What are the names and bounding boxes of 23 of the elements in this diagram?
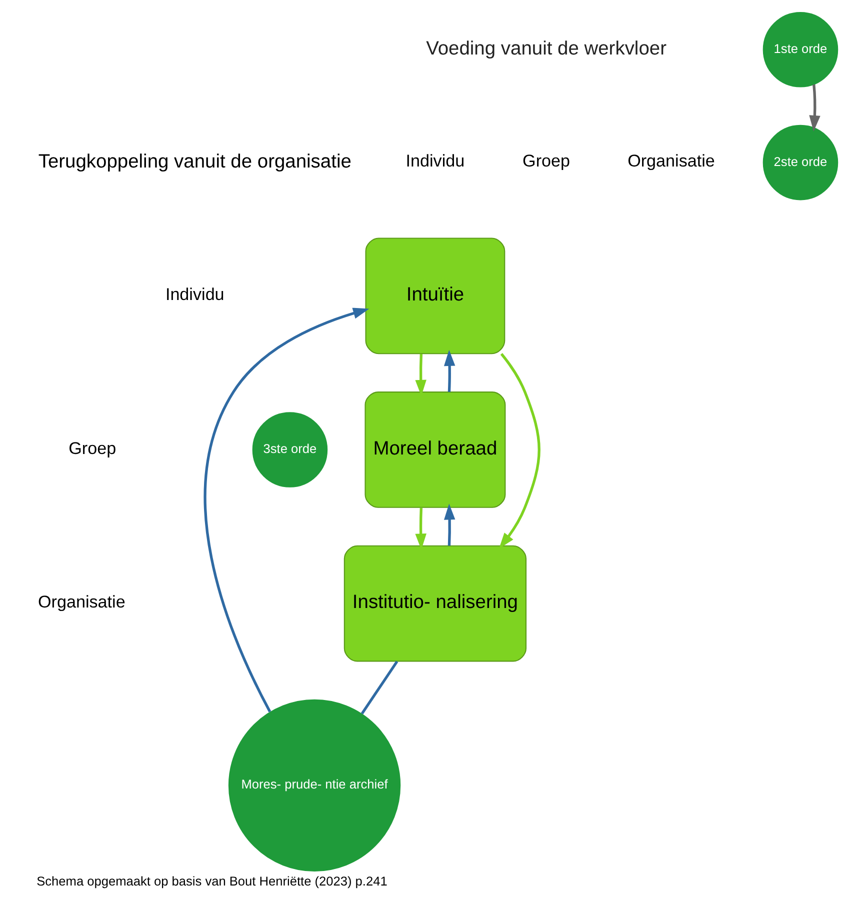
node-box: Moreel beraad: [364, 392, 506, 508]
node-box: Institutio- nalisering: [343, 545, 526, 662]
node-circle: 2ste orde: [762, 124, 838, 200]
label: Individu: [164, 284, 224, 304]
arrow: [203, 308, 369, 712]
label: Organisatie: [627, 152, 714, 171]
label: Groep: [68, 438, 116, 458]
arrow: [808, 84, 820, 132]
arrow: [443, 504, 455, 546]
node-circle: 3ste orde: [252, 412, 328, 488]
label: Terugkoppeling vanuit de organisatie: [38, 151, 351, 172]
label: Voeding vanuit de werkvloer: [426, 38, 666, 60]
node-circle: 1ste orde: [762, 12, 838, 88]
connector: [360, 660, 398, 714]
node-circle: Mores- prude- ntie archief: [228, 699, 400, 872]
arrow: [498, 353, 540, 549]
node-box: Intuïtie: [364, 238, 505, 354]
label: Individu: [405, 152, 464, 171]
label: Groep: [522, 152, 570, 171]
caption: Schema opgemaakt op basis van Bout Henriëtte (2023) p.241: [36, 874, 387, 889]
arrow: [414, 354, 426, 396]
label: Organisatie: [38, 592, 125, 612]
arrow: [443, 350, 455, 392]
